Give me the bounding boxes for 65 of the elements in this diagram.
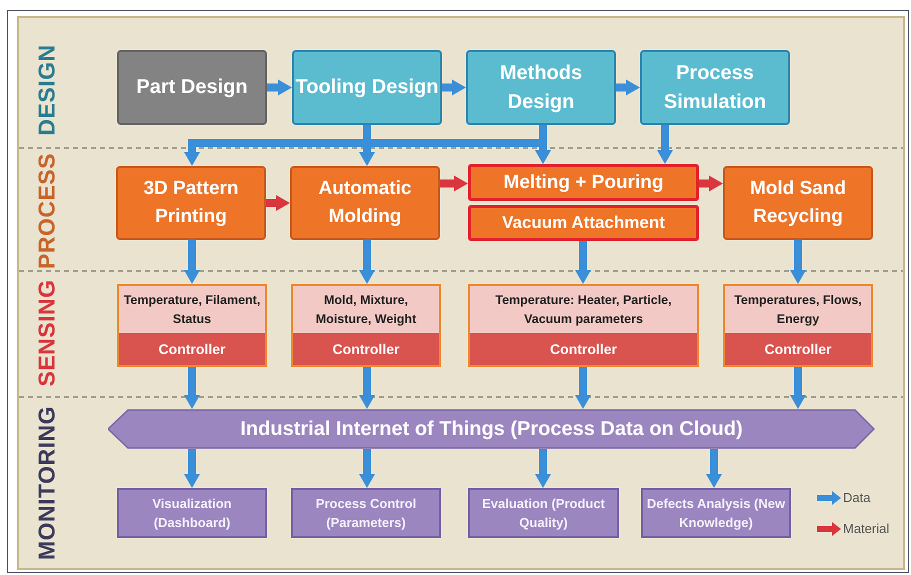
arrow	[790, 367, 806, 409]
arrow	[184, 449, 200, 488]
process-box	[468, 205, 699, 241]
arrow	[359, 240, 375, 284]
arrow	[440, 176, 468, 192]
design-box	[117, 50, 267, 125]
controller-label: Controller	[293, 333, 439, 365]
arrow	[266, 195, 290, 211]
monitoring-box	[291, 488, 441, 538]
box-label: Mold Sand Recycling	[748, 176, 848, 229]
box-label: Evaluation (Product Quality)	[481, 494, 606, 532]
arrow	[575, 367, 591, 409]
sensor-list: Temperatures, Flows, Energy	[725, 286, 871, 333]
design-box	[466, 50, 616, 125]
controller-label: Controller	[470, 333, 697, 365]
arrow	[359, 367, 375, 409]
lane-label: MONITORING	[34, 406, 60, 560]
box-label: Visualization (Dashboard)	[151, 494, 233, 532]
lane-label: DESIGN	[34, 44, 60, 136]
box-label: Process Simulation	[662, 60, 768, 114]
sensor-list: Temperature, Filament, Status	[119, 286, 265, 333]
process-box	[468, 164, 699, 201]
arrow	[535, 449, 551, 488]
process-box	[116, 166, 266, 240]
arrow	[267, 80, 292, 96]
arrow	[535, 125, 551, 164]
box-label: Vacuum Attachment	[502, 213, 665, 233]
sensing-card	[117, 284, 267, 367]
box-label: Process Control (Parameters)	[314, 494, 418, 532]
box-label: Automatic Molding	[318, 176, 412, 229]
arrow	[442, 80, 466, 96]
box-label: Methods Design	[498, 60, 584, 114]
controller-label: Controller	[725, 333, 871, 365]
box-label: Tooling Design	[296, 75, 438, 100]
legend-label: Data	[843, 490, 870, 505]
controller-label: Controller	[119, 333, 265, 365]
monitoring-box	[641, 488, 791, 538]
design-box	[292, 50, 442, 125]
arrow	[184, 240, 200, 284]
arrow	[790, 240, 806, 284]
sensor-list: Temperature: Heater, Particle, Vacuum parameters	[470, 286, 697, 333]
lane-label: SENSING	[34, 279, 60, 387]
lane-label: PROCESS	[34, 153, 60, 269]
arrow	[699, 176, 723, 192]
monitoring-box	[468, 488, 619, 538]
arrow	[657, 125, 673, 164]
arrow	[184, 367, 200, 409]
box-label: Part Design	[136, 75, 248, 100]
box-label: Melting + Pouring	[504, 172, 664, 194]
design-box	[640, 50, 790, 125]
sensing-card	[468, 284, 699, 367]
arrow	[359, 449, 375, 488]
process-box	[290, 166, 440, 240]
arrow	[616, 80, 640, 96]
process-box	[723, 166, 873, 240]
box-label: Defects Analysis (New Knowledge)	[646, 494, 786, 532]
legend-label: Material	[843, 521, 890, 536]
arrow	[706, 449, 722, 488]
box-label: 3D Pattern Printing	[142, 176, 240, 229]
sensor-list: Mold, Mixture, Moisture, Weight	[293, 286, 439, 333]
banner-title: Industrial Internet of Things (Process Data on Cloud)	[240, 418, 743, 440]
monitoring-box	[117, 488, 267, 538]
sensing-card	[291, 284, 441, 367]
sensing-card	[723, 284, 873, 367]
arrow	[575, 241, 591, 284]
